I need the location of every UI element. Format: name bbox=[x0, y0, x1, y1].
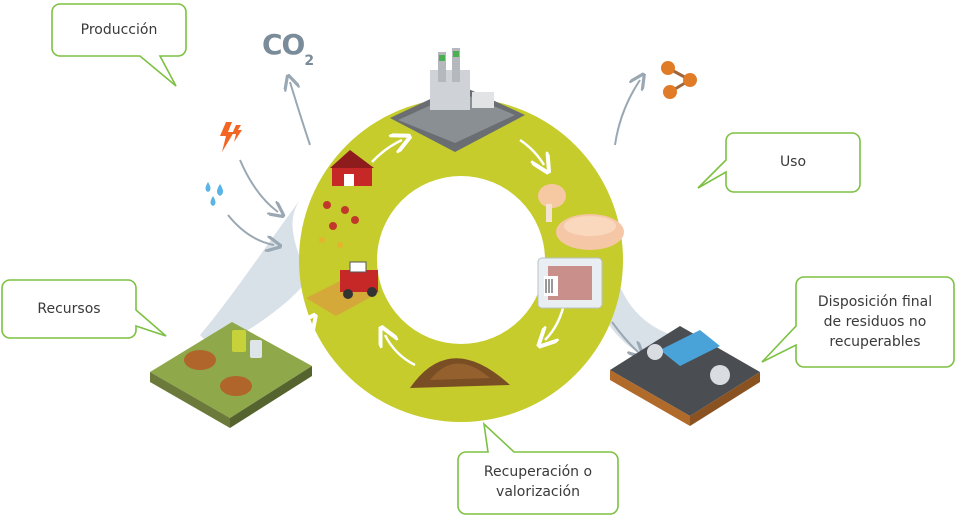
bubble-uso bbox=[697, 132, 861, 193]
waste-plant-icon bbox=[610, 326, 760, 426]
harvester-icon bbox=[306, 261, 380, 316]
label-disposicion-line-2: de residuos no bbox=[823, 314, 927, 330]
label-disposicion-line-1: Disposición final bbox=[817, 294, 933, 310]
water-arrow bbox=[227, 214, 274, 245]
cycle-arrow-top-left bbox=[371, 140, 402, 163]
co2-subscript: 2 bbox=[304, 52, 314, 69]
co2-label: CO2 bbox=[262, 28, 314, 69]
label-disposicion-line-3: recuperables bbox=[829, 334, 921, 350]
chicken-leg-icon bbox=[538, 184, 566, 222]
chickens-icon bbox=[319, 201, 359, 248]
molecule-icon bbox=[661, 61, 697, 99]
label-uso: Uso bbox=[726, 152, 860, 172]
roast-chicken-icon bbox=[556, 214, 624, 250]
lightning-icon bbox=[220, 122, 242, 152]
bubble-recuperacion bbox=[457, 421, 619, 515]
bubble-recursos bbox=[1, 279, 167, 339]
farm-land-icon bbox=[150, 322, 312, 428]
co2-arrow bbox=[290, 82, 311, 146]
energy-arrow bbox=[239, 159, 278, 212]
cycle-arrow-left bbox=[288, 322, 310, 356]
barn-icon bbox=[330, 150, 374, 186]
waste-arrow bbox=[611, 321, 638, 352]
factory-icon bbox=[390, 48, 525, 152]
label-recursos: Recursos bbox=[2, 299, 136, 319]
cycle-arrows bbox=[288, 138, 567, 367]
bubble-produccion bbox=[51, 3, 187, 87]
label-recuperacion-line-2: valorización bbox=[496, 484, 580, 500]
cycle-arrow-top-right bbox=[519, 138, 544, 165]
external-arrows bbox=[227, 80, 640, 352]
label-recursos-line: Recursos bbox=[37, 301, 101, 317]
label-recuperacion-line-1: Recuperación o bbox=[483, 464, 593, 480]
resource-inflow-band bbox=[200, 200, 320, 350]
meat-package-icon bbox=[537, 257, 603, 309]
cycle-arrow-bottom bbox=[385, 335, 416, 367]
bubble-disposicion bbox=[761, 276, 955, 368]
co2-main: CO bbox=[262, 28, 305, 61]
molecule-arrow bbox=[614, 80, 640, 146]
label-produccion-line: Producción bbox=[80, 22, 158, 38]
water-drops-icon bbox=[205, 182, 223, 206]
label-produccion: Producción bbox=[52, 20, 186, 40]
label-uso-line: Uso bbox=[779, 154, 807, 170]
label-recuperacion: Recuperación o valorización bbox=[458, 462, 618, 502]
label-disposicion: Disposición final de residuos no recuper… bbox=[796, 292, 954, 352]
compost-pile-icon bbox=[410, 358, 510, 388]
